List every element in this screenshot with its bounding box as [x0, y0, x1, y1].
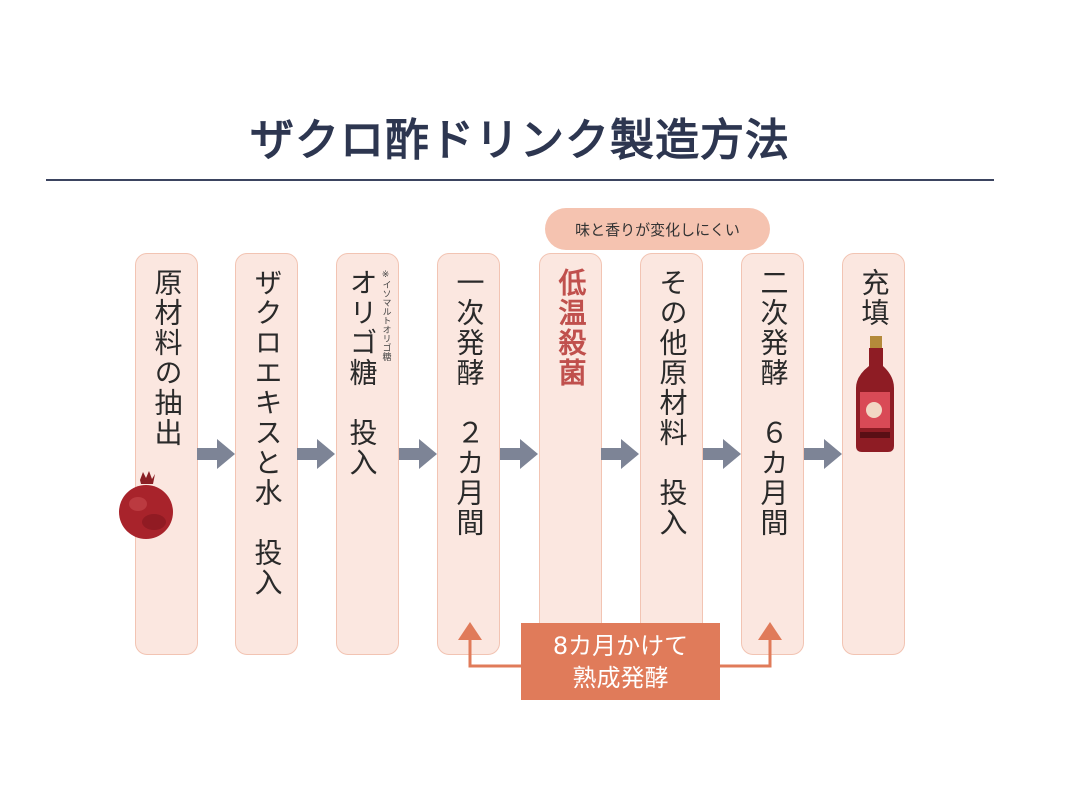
right-arrow-icon	[500, 439, 538, 469]
step-label: ザクロエキスと水 投入	[250, 268, 284, 598]
title-divider	[46, 179, 994, 181]
right-arrow-icon	[804, 439, 842, 469]
right-arrow-icon	[197, 439, 235, 469]
step-second-fermentation: 二次発酵 ６カ月間	[741, 253, 804, 655]
up-arrow-icon	[458, 622, 482, 640]
ferment-line-2: 熟成発酵	[572, 663, 669, 692]
up-arrow-icon	[758, 622, 782, 640]
step-pasteurization: 低温殺菌	[539, 253, 602, 655]
step-oligosaccharide: ※イソマルトオリゴ糖 オリゴ糖 投入	[336, 253, 399, 655]
fermentation-bracket	[458, 622, 782, 668]
step-other-materials: その他原材料 投入	[640, 253, 703, 655]
step-label: その他原材料 投入	[655, 268, 689, 538]
step-first-fermentation: 一次発酵 ２カ月間	[437, 253, 500, 655]
step-label: オリゴ糖 投入	[345, 268, 379, 478]
step-label: 低温殺菌	[554, 268, 588, 388]
ferment-line-1: 8カ月かけて	[552, 631, 689, 660]
right-arrow-icon	[601, 439, 639, 469]
step-raw-extraction: 原材料の抽出	[135, 253, 198, 655]
step-label-group: ※イソマルトオリゴ糖 オリゴ糖 投入	[337, 268, 398, 478]
diagram-title: ザクロ酢ドリンク製造方法	[250, 115, 790, 166]
aging-fermentation-box: 8カ月かけて 熟成発酵	[521, 623, 720, 700]
right-arrow-icon	[297, 439, 335, 469]
pomegranate-icon	[119, 471, 173, 539]
step-label: 二次発酵 ６カ月間	[756, 268, 790, 538]
note-bubble: 味と香りが変化しにくい	[545, 208, 770, 250]
step-label: 一次発酵 ２カ月間	[452, 268, 486, 538]
right-arrow-icon	[399, 439, 437, 469]
step-label: 充填	[857, 268, 891, 328]
step-filling: 充填	[842, 253, 905, 655]
bottle-icon	[856, 336, 894, 452]
step-label: 原材料の抽出	[150, 268, 184, 448]
right-arrow-icon	[703, 439, 741, 469]
step-footnote: ※イソマルトオリゴ糖	[380, 270, 391, 361]
step-extract-water: ザクロエキスと水 投入	[235, 253, 298, 655]
